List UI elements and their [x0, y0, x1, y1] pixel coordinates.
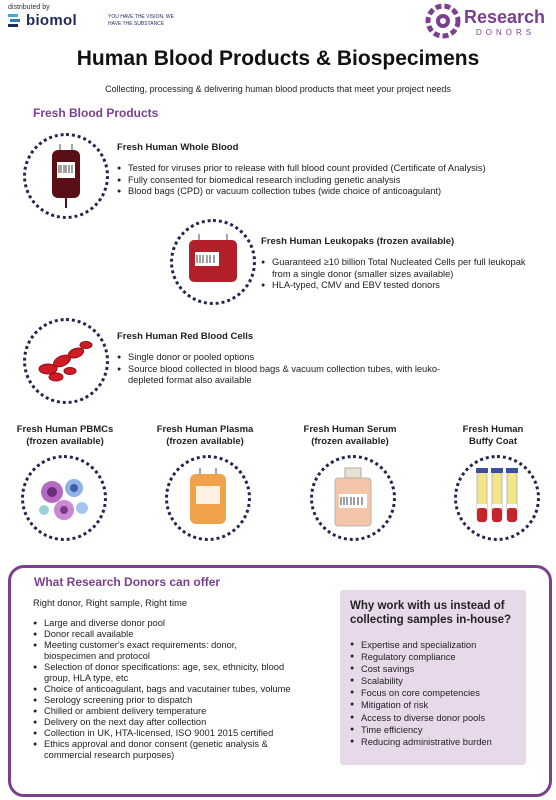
- list-item: Collection in UK, HTA-licensed, ISO 9001…: [33, 728, 353, 739]
- list-item: Serology screening prior to dispatch: [33, 695, 353, 706]
- list-item: Large and diverse donor pool: [33, 618, 353, 629]
- why-list: Expertise and specialization Regulatory …: [350, 639, 525, 748]
- list-item: Meeting customer's exact requirements: d…: [33, 640, 284, 662]
- research-donors-mark-icon: [425, 3, 461, 39]
- pbmc-image-frame: [21, 455, 107, 541]
- red-blood-cells-icon: [38, 341, 93, 382]
- whole-blood-image-frame: [23, 133, 109, 219]
- leukopaks-bullets: Guaranteed ≥10 billion Total Nucleated C…: [261, 257, 531, 292]
- plasma-title: Fresh Human Plasma (frozen available): [156, 424, 254, 447]
- list-item: Ethics approval and donor consent (genet…: [33, 739, 314, 761]
- list-item: Blood bags (CPD) or vacuum collection tu…: [117, 186, 547, 198]
- list-item: Tested for viruses prior to release with…: [117, 163, 547, 175]
- whole-blood-bullets: Tested for viruses prior to release with…: [117, 163, 547, 198]
- list-item: Fully consented for biomedical research …: [117, 175, 547, 187]
- donors-wordmark: DONORS: [476, 28, 536, 37]
- pbmc-cells-icon: [39, 479, 88, 520]
- offer-title: What Research Donors can offer: [34, 575, 221, 589]
- plasma-image-frame: [165, 455, 251, 541]
- biomol-logo: distributed by biomol YOU HAVE THE VISIO…: [8, 4, 174, 44]
- list-item: Scalability: [350, 675, 525, 687]
- offer-intro: Right donor, Right sample, Right time: [33, 598, 187, 608]
- list-item: Regulatory compliance: [350, 651, 525, 663]
- red-cells-image-frame: [23, 318, 109, 404]
- list-item: Cost savings: [350, 663, 525, 675]
- list-item: Time efficiency: [350, 724, 525, 736]
- list-item: Source blood collected in blood bags & v…: [117, 364, 457, 387]
- leukopak-bag-icon: [189, 234, 237, 282]
- offer-panel: [8, 565, 552, 797]
- plasma-bag-icon: [190, 468, 226, 524]
- buffy-coat-title: Fresh Human Buffy Coat: [462, 424, 524, 447]
- research-donors-logo: Research DONORS: [424, 2, 554, 42]
- page-subtitle: Collecting, processing & delivering huma…: [105, 84, 451, 94]
- blood-bag-icon: [52, 144, 80, 208]
- biomol-slogan: YOU HAVE THE VISION, WE HAVE THE SUBSTAN…: [108, 14, 174, 27]
- list-item: Reducing administrative burden: [350, 736, 525, 748]
- list-item: Guaranteed ≥10 billion Total Nucleated C…: [261, 257, 531, 280]
- biomol-mark-icon: [8, 14, 20, 27]
- list-item: Single donor or pooled options: [117, 352, 457, 364]
- why-title: Why work with us instead of collecting s…: [350, 600, 512, 626]
- serum-title: Fresh Human Serum (frozen available): [303, 424, 397, 447]
- list-item: Donor recall available: [33, 629, 353, 640]
- list-item: Focus on core competencies: [350, 687, 525, 699]
- red-cells-title: Fresh Human Red Blood Cells: [117, 331, 254, 342]
- offer-list: Large and diverse donor pool Donor recal…: [33, 618, 353, 761]
- list-item: HLA-typed, CMV and EBV tested donors: [261, 280, 531, 292]
- pbmc-title: Fresh Human PBMCs (frozen available): [16, 424, 114, 447]
- distributed-by-label: distributed by: [8, 4, 50, 11]
- list-item: Access to diverse donor pools: [350, 712, 525, 724]
- buffy-coat-tubes-icon: [476, 468, 518, 523]
- fresh-section-title: Fresh Blood Products: [33, 106, 159, 120]
- biomol-wordmark: biomol: [26, 12, 77, 29]
- research-wordmark: Research: [464, 7, 546, 27]
- list-item: Chilled or ambient delivery temperature: [33, 706, 353, 717]
- list-item: Expertise and specialization: [350, 639, 525, 651]
- list-item: Mitigation of risk: [350, 699, 525, 711]
- buffy-coat-image-frame: [454, 455, 540, 541]
- leukopaks-title: Fresh Human Leukopaks (frozen available): [261, 236, 455, 247]
- list-item: Choice of anticoagulant, bags and vacuta…: [33, 684, 353, 695]
- whole-blood-title: Fresh Human Whole Blood: [117, 142, 239, 153]
- leukopak-image-frame: [170, 219, 256, 305]
- serum-image-frame: [310, 455, 396, 541]
- page-title: Human Blood Products & Biospecimens: [76, 47, 480, 70]
- red-cells-bullets: Single donor or pooled options Source bl…: [117, 352, 457, 387]
- list-item: Delivery on the next day after collectio…: [33, 717, 353, 728]
- list-item: Selection of donor specifications: age, …: [33, 662, 294, 684]
- serum-bottle-icon: [334, 467, 372, 527]
